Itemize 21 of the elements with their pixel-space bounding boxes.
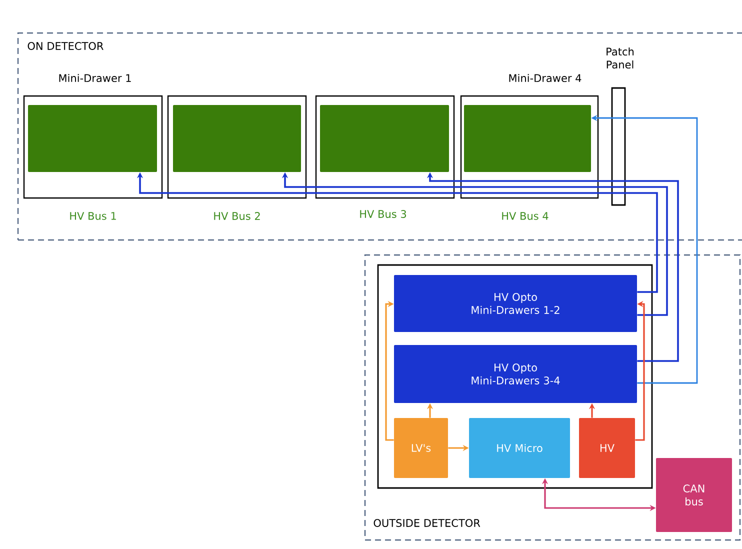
bus-label: HV Bus 4	[502, 212, 548, 220]
micro-box: HV Micro	[469, 418, 570, 478]
bus-label: HV Bus 1	[70, 212, 116, 220]
arrow	[385, 300, 394, 441]
hv-box: HV	[579, 418, 635, 478]
board-block	[28, 105, 157, 172]
can-box: CAN bus	[656, 458, 732, 532]
board-block	[173, 105, 301, 172]
panel-label: Patch Panel	[606, 47, 634, 69]
region-label: OUTSIDE DETECTOR	[374, 519, 480, 527]
crate-frame	[377, 264, 653, 489]
opto-board: HV Opto Mini-Drawers 1-2	[394, 275, 637, 332]
lv-box: LV's	[394, 418, 448, 478]
bus-label: HV Bus 3	[360, 210, 406, 218]
region-label: ON DETECTOR	[28, 42, 104, 50]
opto-board: HV Opto Mini-Drawers 3-4	[394, 345, 637, 403]
drawer-label: Mini-Drawer 1	[59, 74, 131, 82]
board-block	[464, 105, 591, 172]
board-block	[320, 105, 449, 172]
drawer-label: Mini-Drawer 4	[509, 74, 582, 82]
bus-label: HV Bus 2	[214, 212, 260, 220]
